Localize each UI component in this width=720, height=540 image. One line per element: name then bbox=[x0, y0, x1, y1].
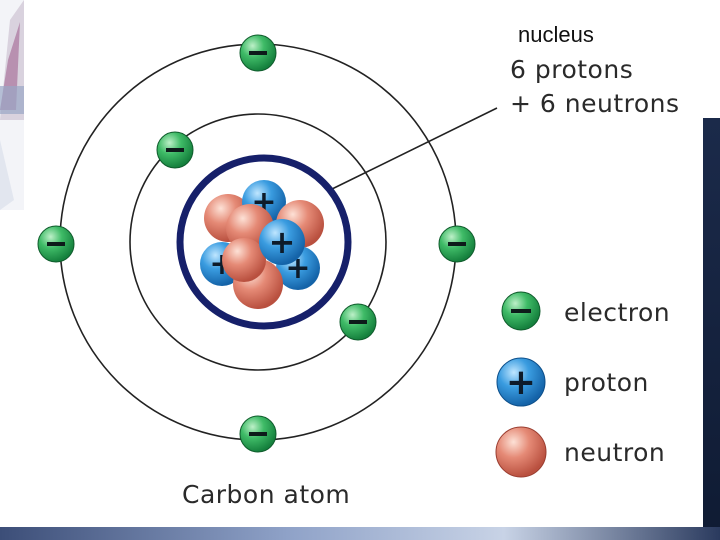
electron bbox=[239, 415, 277, 453]
electron bbox=[339, 303, 377, 341]
electron bbox=[438, 225, 476, 263]
protons-count-label: 6 protons bbox=[510, 55, 634, 84]
legend-proton-label: proton bbox=[564, 368, 649, 397]
diagram-caption: Carbon atom bbox=[182, 480, 351, 509]
neutrons-count-label: + 6 neutrons bbox=[510, 89, 680, 118]
slide-corner-decoration bbox=[0, 0, 24, 210]
electron bbox=[37, 225, 75, 263]
proton: + bbox=[259, 219, 305, 265]
svg-text:+: + bbox=[506, 362, 536, 403]
svg-text:+: + bbox=[269, 223, 296, 261]
electron bbox=[239, 34, 277, 72]
slide-edge-bar bbox=[703, 118, 720, 540]
inner-orbit bbox=[129, 113, 387, 371]
electron bbox=[156, 131, 194, 169]
legend-electron-icon bbox=[501, 291, 541, 331]
nucleus-label: nucleus bbox=[518, 22, 594, 47]
legend-neutron-label: neutron bbox=[564, 438, 666, 467]
nucleus: + + + + bbox=[200, 180, 324, 309]
nucleus-pointer-line bbox=[329, 107, 498, 191]
slide-bottom-strip bbox=[0, 527, 720, 540]
legend-neutron-icon bbox=[495, 426, 547, 478]
legend-electron-label: electron bbox=[564, 298, 671, 327]
legend-proton-icon: + bbox=[496, 357, 546, 407]
neutron bbox=[222, 238, 266, 282]
